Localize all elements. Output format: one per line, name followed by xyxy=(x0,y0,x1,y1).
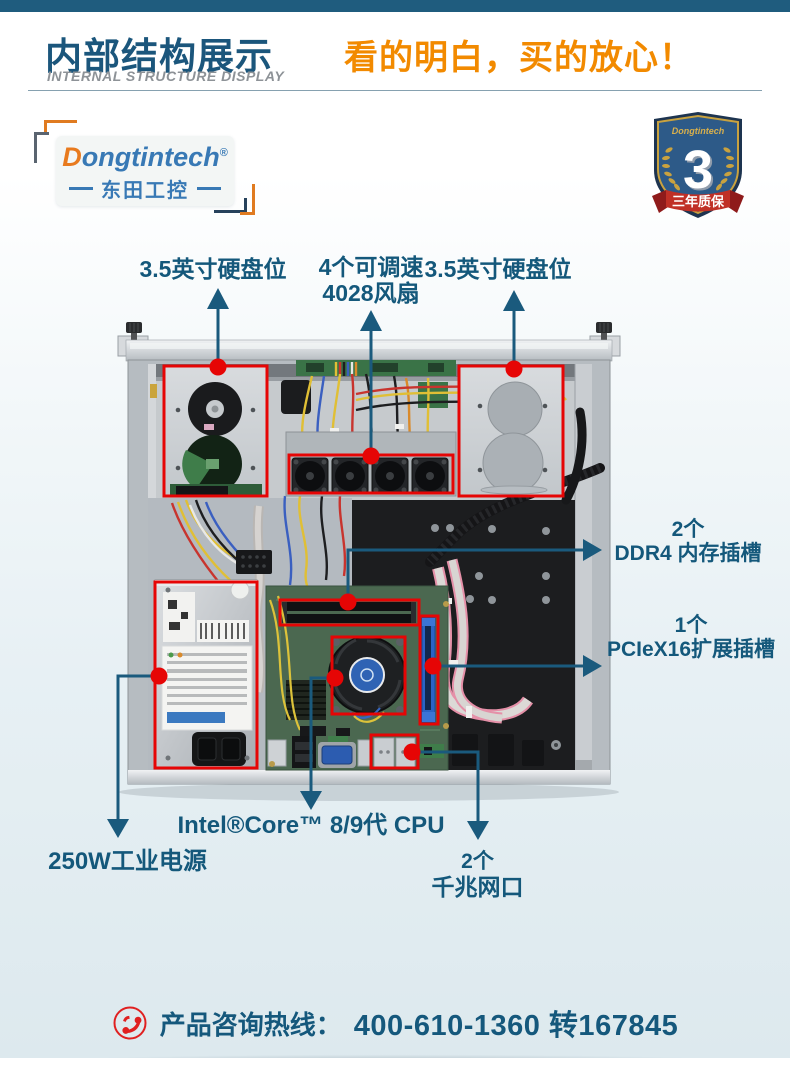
drive-bay-left xyxy=(163,365,268,497)
fan-row xyxy=(285,431,457,497)
callout-hdd-right: 3.5英寸硬盘位 xyxy=(424,256,572,282)
warranty-badge: Dongtintech 3 3 三年质保 xyxy=(652,112,744,218)
motherboard xyxy=(265,585,449,771)
brand-logo: Dongtintech® 东田工控 xyxy=(56,136,234,206)
page-bottom xyxy=(0,1058,790,1089)
brand-logo-en: Dongtintech® xyxy=(62,142,228,172)
callout-psu: 250W工业电源 xyxy=(48,848,207,875)
thumbscrew-right xyxy=(596,322,612,340)
phone-icon xyxy=(113,1006,147,1040)
thumbscrew-left xyxy=(126,322,142,340)
hotline-number: 400-610-1360 转167845 xyxy=(353,1010,679,1042)
page-subtitle: INTERNAL STRUCTURE DISPLAY xyxy=(47,68,285,84)
badge-number: 3 xyxy=(683,140,713,200)
drive-bay-right xyxy=(458,365,564,497)
callout-cpu: Intel®Core™ 8/9代 CPU xyxy=(177,812,445,839)
hotline-label: 产品咨询热线： xyxy=(159,1009,342,1040)
svg-text:3: 3 xyxy=(685,142,715,202)
badge-brand-text: Dongtintech xyxy=(672,126,725,136)
callout-lines xyxy=(116,303,584,822)
page-title: 内部结构展示 xyxy=(45,36,273,77)
power-connector xyxy=(236,550,272,574)
header-divider xyxy=(28,90,762,91)
logo-bracket-dark-br xyxy=(214,198,247,213)
logo-bracket-orange-tl xyxy=(44,120,77,135)
badge-ribbon-text: 三年质保 xyxy=(672,194,725,209)
brand-logo-cn: 东田工控 xyxy=(69,174,221,203)
logo-bracket-orange-br xyxy=(240,184,255,215)
logo-bracket-dark-tl xyxy=(34,132,49,163)
badge-laurel xyxy=(662,147,734,191)
page-bottom-shadow xyxy=(0,1052,790,1062)
logo-dash-left xyxy=(69,187,93,190)
callout-lan: 2个 千兆网口 xyxy=(431,850,524,901)
callout-arrowheads xyxy=(107,288,602,840)
callout-pcie: 1个 PCIeX16扩展插槽 xyxy=(606,614,776,662)
logo-dash-right xyxy=(197,187,221,190)
callout-ddr4: 2个 DDR4 内存插槽 xyxy=(614,518,762,566)
top-accent-bar xyxy=(0,0,790,12)
slogan-text: 看的明白，买的放心！ xyxy=(344,39,694,77)
power-supply xyxy=(154,579,258,769)
hotline-bar: 产品咨询热线： 400-610-1360 转167845 xyxy=(0,1002,790,1044)
cpu-fan xyxy=(328,636,406,714)
callout-fans: 4个可调速 4028风扇 xyxy=(318,254,424,307)
callout-hdd-left: 3.5英寸硬盘位 xyxy=(139,256,287,282)
callout-dots xyxy=(150,358,523,761)
